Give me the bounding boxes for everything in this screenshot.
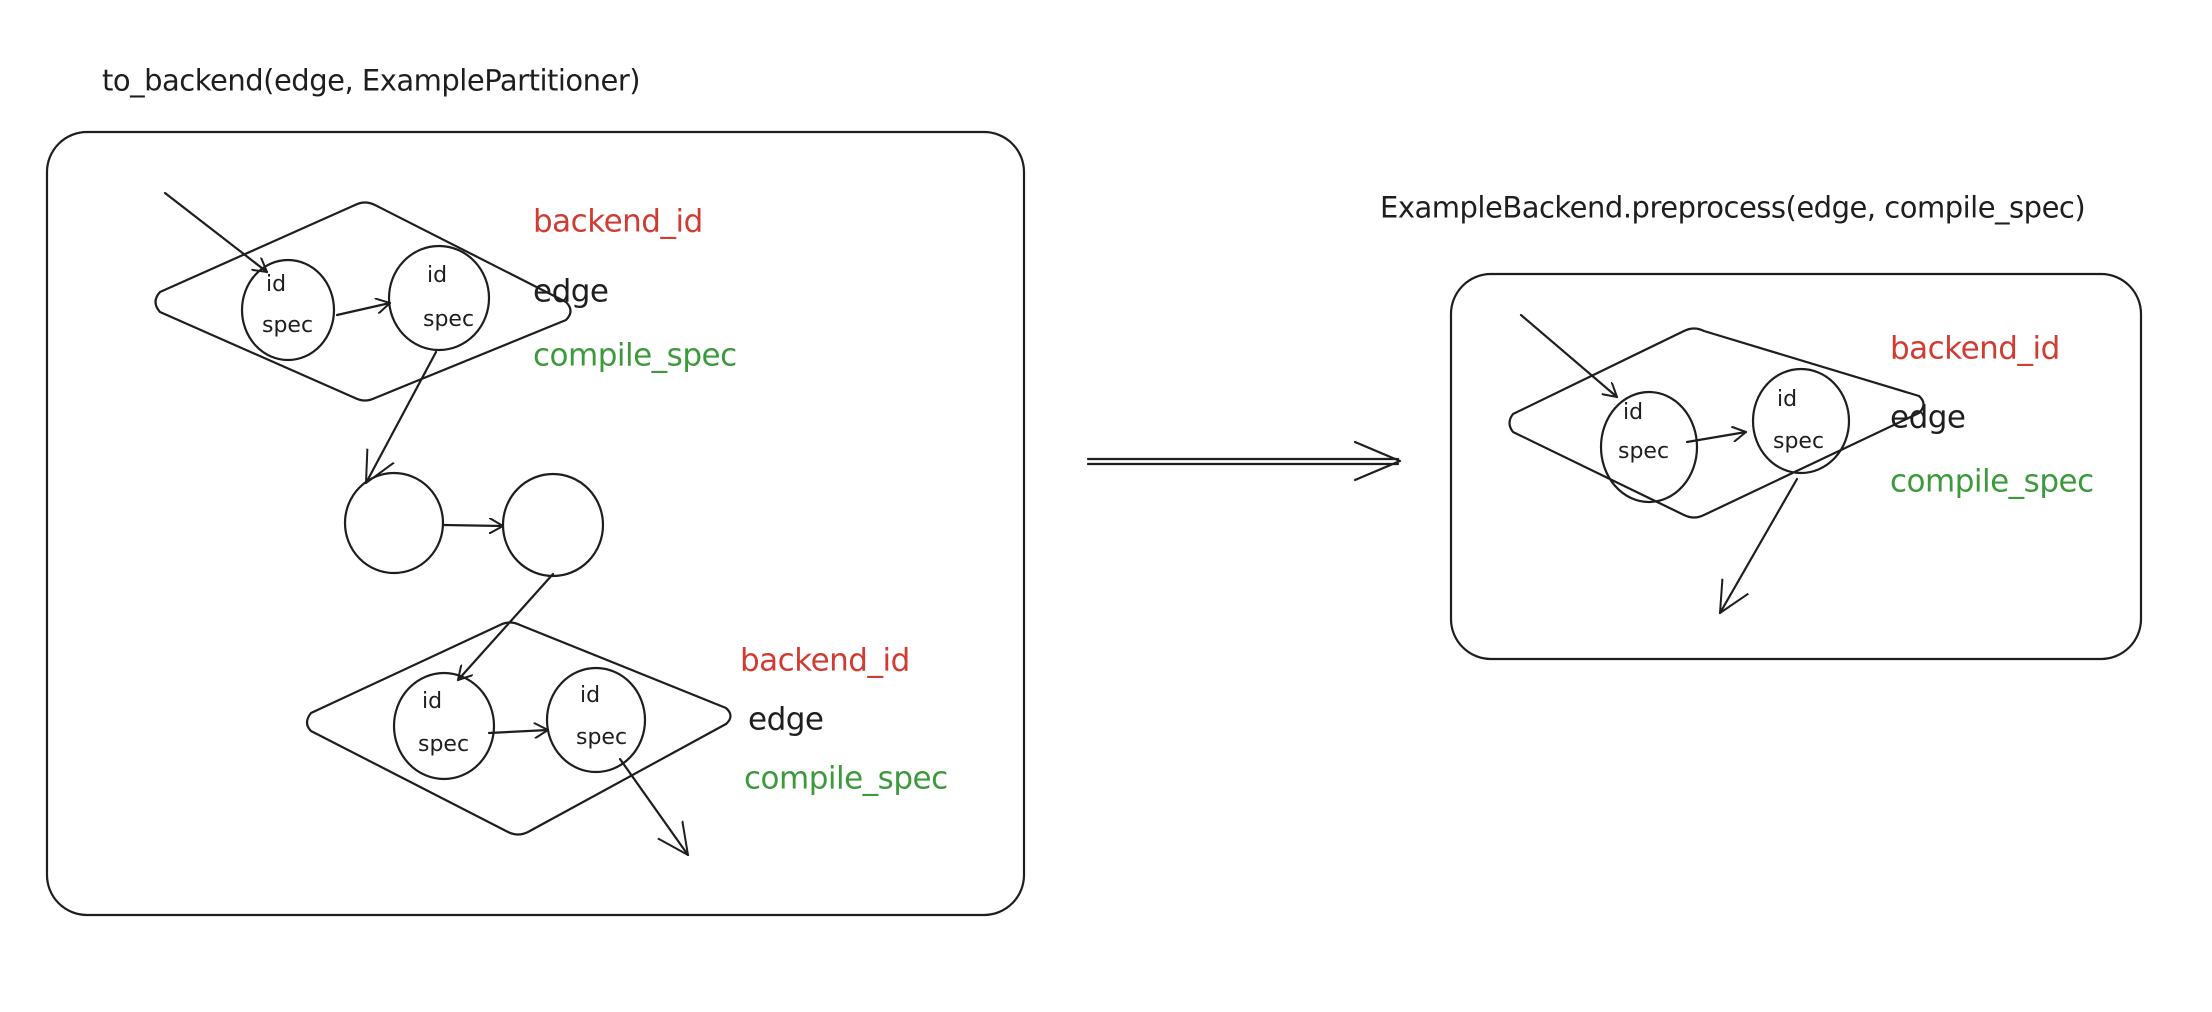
node-e-spec: spec	[418, 732, 470, 757]
arrow-top-to-mid	[364, 350, 438, 485]
node-circle-d	[501, 472, 605, 578]
arrow-mid-to-bottom	[456, 572, 555, 682]
backend-id-label-right: backend_id	[1890, 330, 2060, 367]
node-g-id: id	[1623, 400, 1644, 425]
node-f-id: id	[580, 683, 601, 708]
node-circle-e	[392, 671, 496, 781]
edge-label-top: edge	[533, 273, 609, 310]
arrow-input-top	[163, 191, 269, 274]
arrow-g-to-h	[1685, 432, 1748, 444]
node-f-spec: spec	[576, 725, 628, 750]
node-a-id: id	[266, 272, 287, 297]
arrow-e-to-f	[487, 730, 550, 733]
right-title: ExampleBackend.preprocess(edge, compile_…	[1380, 190, 2086, 225]
node-e-id: id	[422, 689, 443, 714]
node-circle-b	[387, 244, 491, 352]
partition-diamond-bottom	[305, 621, 732, 836]
node-circle-g	[1599, 390, 1699, 504]
arrow-output-right	[1718, 477, 1799, 615]
node-circle-c	[343, 471, 445, 575]
node-circle-f	[545, 666, 647, 774]
node-g-spec: spec	[1618, 439, 1670, 464]
node-h-spec: spec	[1773, 429, 1825, 454]
left-container	[45, 130, 1026, 917]
node-a-spec: spec	[262, 313, 314, 338]
transform-arrow	[1086, 440, 1402, 482]
left-title: to_backend(edge, ExamplePartitioner)	[102, 63, 641, 98]
arrow-c-to-d	[442, 525, 505, 526]
compile-spec-label-top: compile_spec	[533, 337, 737, 374]
backend-id-label-bottom: backend_id	[740, 642, 910, 679]
edge-label-bottom: edge	[748, 701, 824, 738]
partition-diamond-right	[1508, 327, 1925, 519]
edge-label-right: edge	[1890, 399, 1966, 436]
node-b-id: id	[427, 263, 448, 288]
node-h-id: id	[1777, 387, 1798, 412]
arrow-output-bottom	[618, 757, 690, 857]
arrow-a-to-b-top	[335, 303, 392, 317]
node-b-spec: spec	[423, 307, 475, 332]
arrow-input-right	[1519, 313, 1619, 399]
partition-diamond-top	[154, 201, 572, 402]
node-circle-h	[1751, 367, 1851, 475]
compile-spec-label-bottom: compile_spec	[744, 760, 948, 797]
right-container	[1449, 272, 2143, 661]
compile-spec-label-right: compile_spec	[1890, 463, 2094, 500]
node-circle-a	[240, 258, 336, 362]
backend-id-label-top: backend_id	[533, 203, 703, 240]
